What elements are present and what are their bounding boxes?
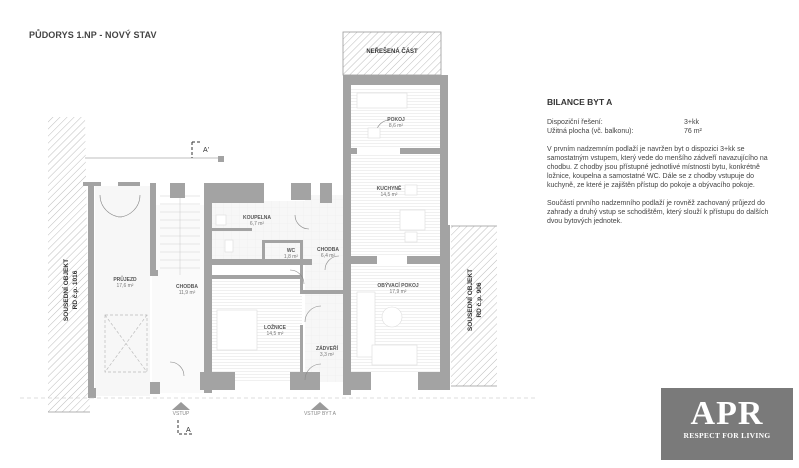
svg-text:14,5 m²: 14,5 m² [267,331,284,337]
svg-text:OBÝVACÍ POKOJ: OBÝVACÍ POKOJ [377,281,419,289]
svg-text:VSTUP BYT A: VSTUP BYT A [304,411,337,417]
svg-text:POKOJ: POKOJ [387,117,405,123]
svg-text:RD č.p. 906: RD č.p. 906 [476,282,483,317]
svg-text:LOŽNICE: LOŽNICE [264,323,287,331]
plan-title: PŮDORYS 1.NP - NOVÝ STAV [29,30,157,40]
room-chodba-stair: CHODBA 11,9 m² [176,284,198,296]
svg-text:14,5 m²: 14,5 m² [381,192,398,198]
svg-text:A': A' [203,147,209,154]
svg-text:A: A [186,427,191,434]
floor-plan: NEŘEŠENÁ ČÁST A' [20,31,535,435]
logo-tagline: RESPECT FOR LIVING [683,431,771,440]
balance-row-area: Užitná plocha (vč. balkonu): 76 m² [547,128,702,135]
svg-text:SOUSEDNÍ OBJEKT: SOUSEDNÍ OBJEKT [61,259,70,321]
svg-text:KOUPELNA: KOUPELNA [243,215,271,221]
section-marker-top: A' [85,141,224,162]
balance-row-layout: Dispoziční řešení: 3+kk [547,119,699,126]
svg-text:1,8 m²: 1,8 m² [284,254,299,260]
balance-panel: BILANCE BYT A Dispoziční řešení: 3+kk Už… [547,98,777,226]
room-prujezd: PRŮJEZD 17,6 m² [113,275,137,289]
staircase [160,190,200,275]
room-kuchyne: KUCHYNĚ 14,5 m² [377,184,402,198]
svg-text:CHODBA: CHODBA [317,247,339,253]
svg-text:11,9 m²: 11,9 m² [179,290,196,296]
room-wc: WC 1,8 m² [284,248,299,260]
neighbor-left-building [48,117,90,413]
svg-text:17,9 m²: 17,9 m² [390,289,407,295]
svg-text:6,4 m²: 6,4 m² [321,253,336,259]
svg-text:3,3 m²: 3,3 m² [320,352,335,358]
svg-text:6,7 m²: 6,7 m² [250,221,265,227]
passage-opening [104,314,148,373]
svg-text:KUCHYNĚ: KUCHYNĚ [377,184,402,192]
neighbor-right-building [451,225,497,387]
room-chodba-apartment: CHODBA 6,4 m² [317,247,339,259]
svg-text:PRŮJEZD: PRŮJEZD [113,275,137,283]
room-loznice: LOŽNICE 14,5 m² [264,323,287,337]
furniture [215,92,426,366]
apr-logo: APR RESPECT FOR LIVING [661,388,793,460]
entrance-marker-vstup-byt-a: VSTUP BYT A [304,402,337,417]
room-zadveri: ZÁDVEŘÍ 3,3 m² [316,344,339,358]
room-obyvaci-pokoj: OBÝVACÍ POKOJ 17,9 m² [377,281,419,295]
room-pokoj: POKOJ 8,6 m² [387,117,405,129]
walls [83,75,450,398]
neighbor-left-label: SOUSEDNÍ OBJEKT RD č.p. 1016 [61,259,79,321]
svg-text:8,6 m²: 8,6 m² [389,123,404,129]
unresolved-part-area: NEŘEŠENÁ ČÁST [342,31,442,76]
entrance-marker-vstup: VSTUP [172,402,190,417]
room-koupelna: KOUPELNA 6,7 m² [243,215,271,227]
svg-text:VSTUP: VSTUP [173,411,190,417]
svg-text:ZÁDVEŘÍ: ZÁDVEŘÍ [316,344,339,352]
neighbor-right-label: SOUSEDNÍ OBJEKT RD č.p. 906 [465,269,483,331]
unresolved-part-label: NEŘEŠENÁ ČÁST [366,47,418,55]
balance-description-1: V prvním nadzemním podlaží je navržen by… [547,146,768,189]
svg-text:CHODBA: CHODBA [176,284,198,290]
logo-name: APR [690,395,764,432]
balance-heading: BILANCE BYT A [547,97,613,107]
svg-text:SOUSEDNÍ OBJEKT: SOUSEDNÍ OBJEKT [465,269,474,331]
svg-text:17,6 m²: 17,6 m² [117,283,134,289]
section-marker-bottom: A [177,420,192,435]
svg-text:RD č.p. 1016: RD č.p. 1016 [72,270,79,309]
balance-description-2: Součástí prvního nadzemního podlaží je r… [547,200,769,225]
svg-text:WC: WC [287,248,296,254]
